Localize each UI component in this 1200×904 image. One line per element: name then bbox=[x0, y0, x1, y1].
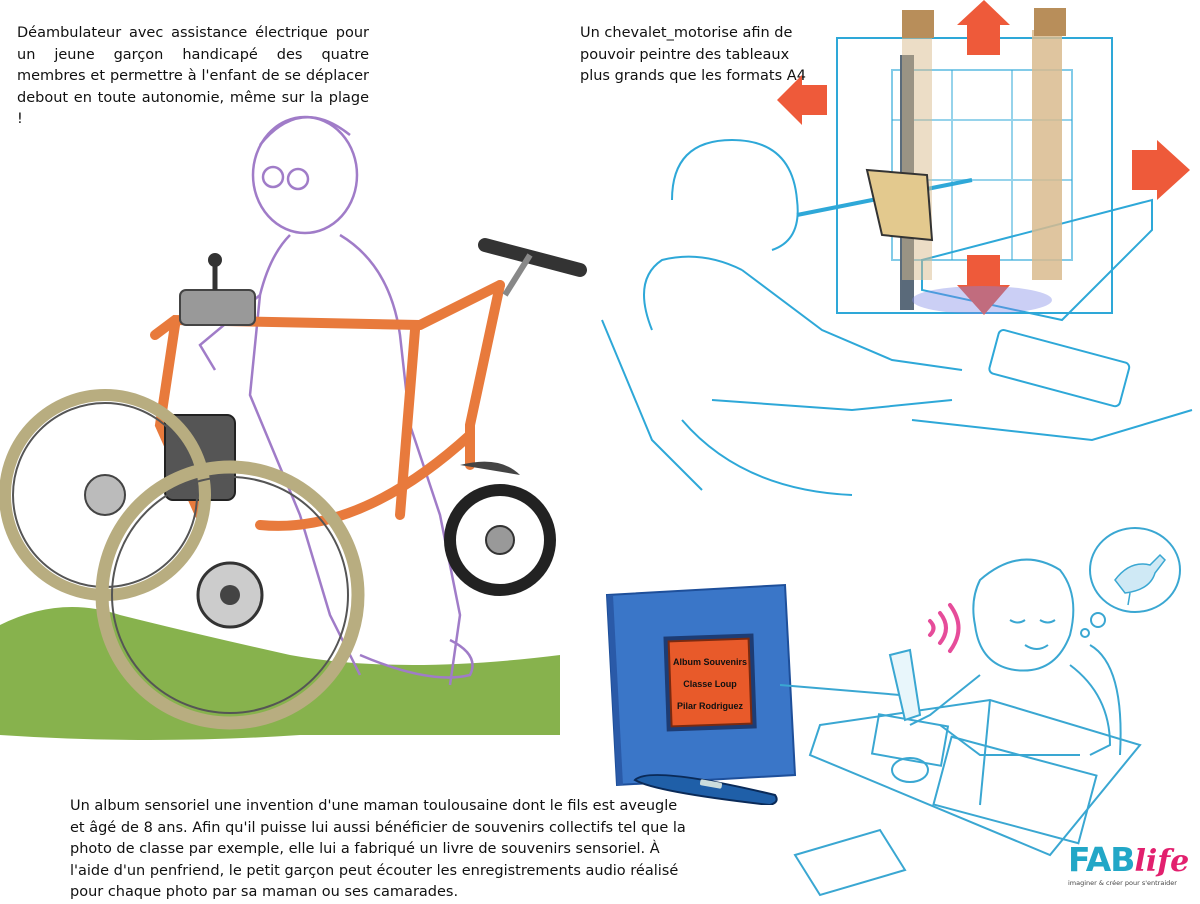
front-wheel bbox=[95, 460, 365, 730]
logo-fab: FAB bbox=[1068, 840, 1135, 879]
child-head bbox=[972, 558, 1075, 672]
sound-waves-icon bbox=[928, 603, 961, 653]
thought-bubble-bird-icon bbox=[1080, 527, 1181, 638]
motorized-easel-illustration bbox=[601, 0, 1193, 496]
walker-caption: Déambulateur avec assistance électrique … bbox=[17, 25, 369, 127]
handlebar bbox=[478, 238, 587, 277]
easel-post-right bbox=[1032, 30, 1062, 280]
logo-life: life bbox=[1134, 844, 1190, 879]
brush-clamp bbox=[865, 168, 934, 242]
book-label-line1: Album Souvenirs bbox=[673, 657, 747, 667]
caster-wheel bbox=[444, 461, 556, 596]
logo-tagline: imaginer & créer pour s'entraider bbox=[1068, 879, 1177, 887]
grass-patch bbox=[0, 607, 560, 740]
person-head bbox=[671, 138, 799, 251]
book-label-line3: Pilar Rodriguez bbox=[677, 701, 744, 711]
pen-friend-reader-illustration bbox=[633, 774, 778, 805]
sensory-album-book-illustration: Album Souvenirs Classe Loup Pilar Rodrig… bbox=[605, 583, 797, 805]
joystick-box bbox=[179, 289, 256, 326]
album-caption: Un album sensoriel une invention d'une m… bbox=[70, 798, 686, 900]
easel-caption: Un chevalet_motorise afin de pouvoir pei… bbox=[580, 25, 806, 84]
open-book bbox=[808, 698, 1142, 857]
child-reading-illustration bbox=[780, 527, 1181, 897]
book-label bbox=[667, 637, 753, 728]
electric-walker-illustration bbox=[0, 115, 587, 740]
book-label-line2: Classe Loup bbox=[683, 679, 737, 689]
pen-in-hand bbox=[888, 648, 922, 722]
fablife-logo: FABlife imaginer & créer pour s'entraide… bbox=[1068, 840, 1198, 902]
motion-arrows bbox=[777, 0, 1190, 315]
